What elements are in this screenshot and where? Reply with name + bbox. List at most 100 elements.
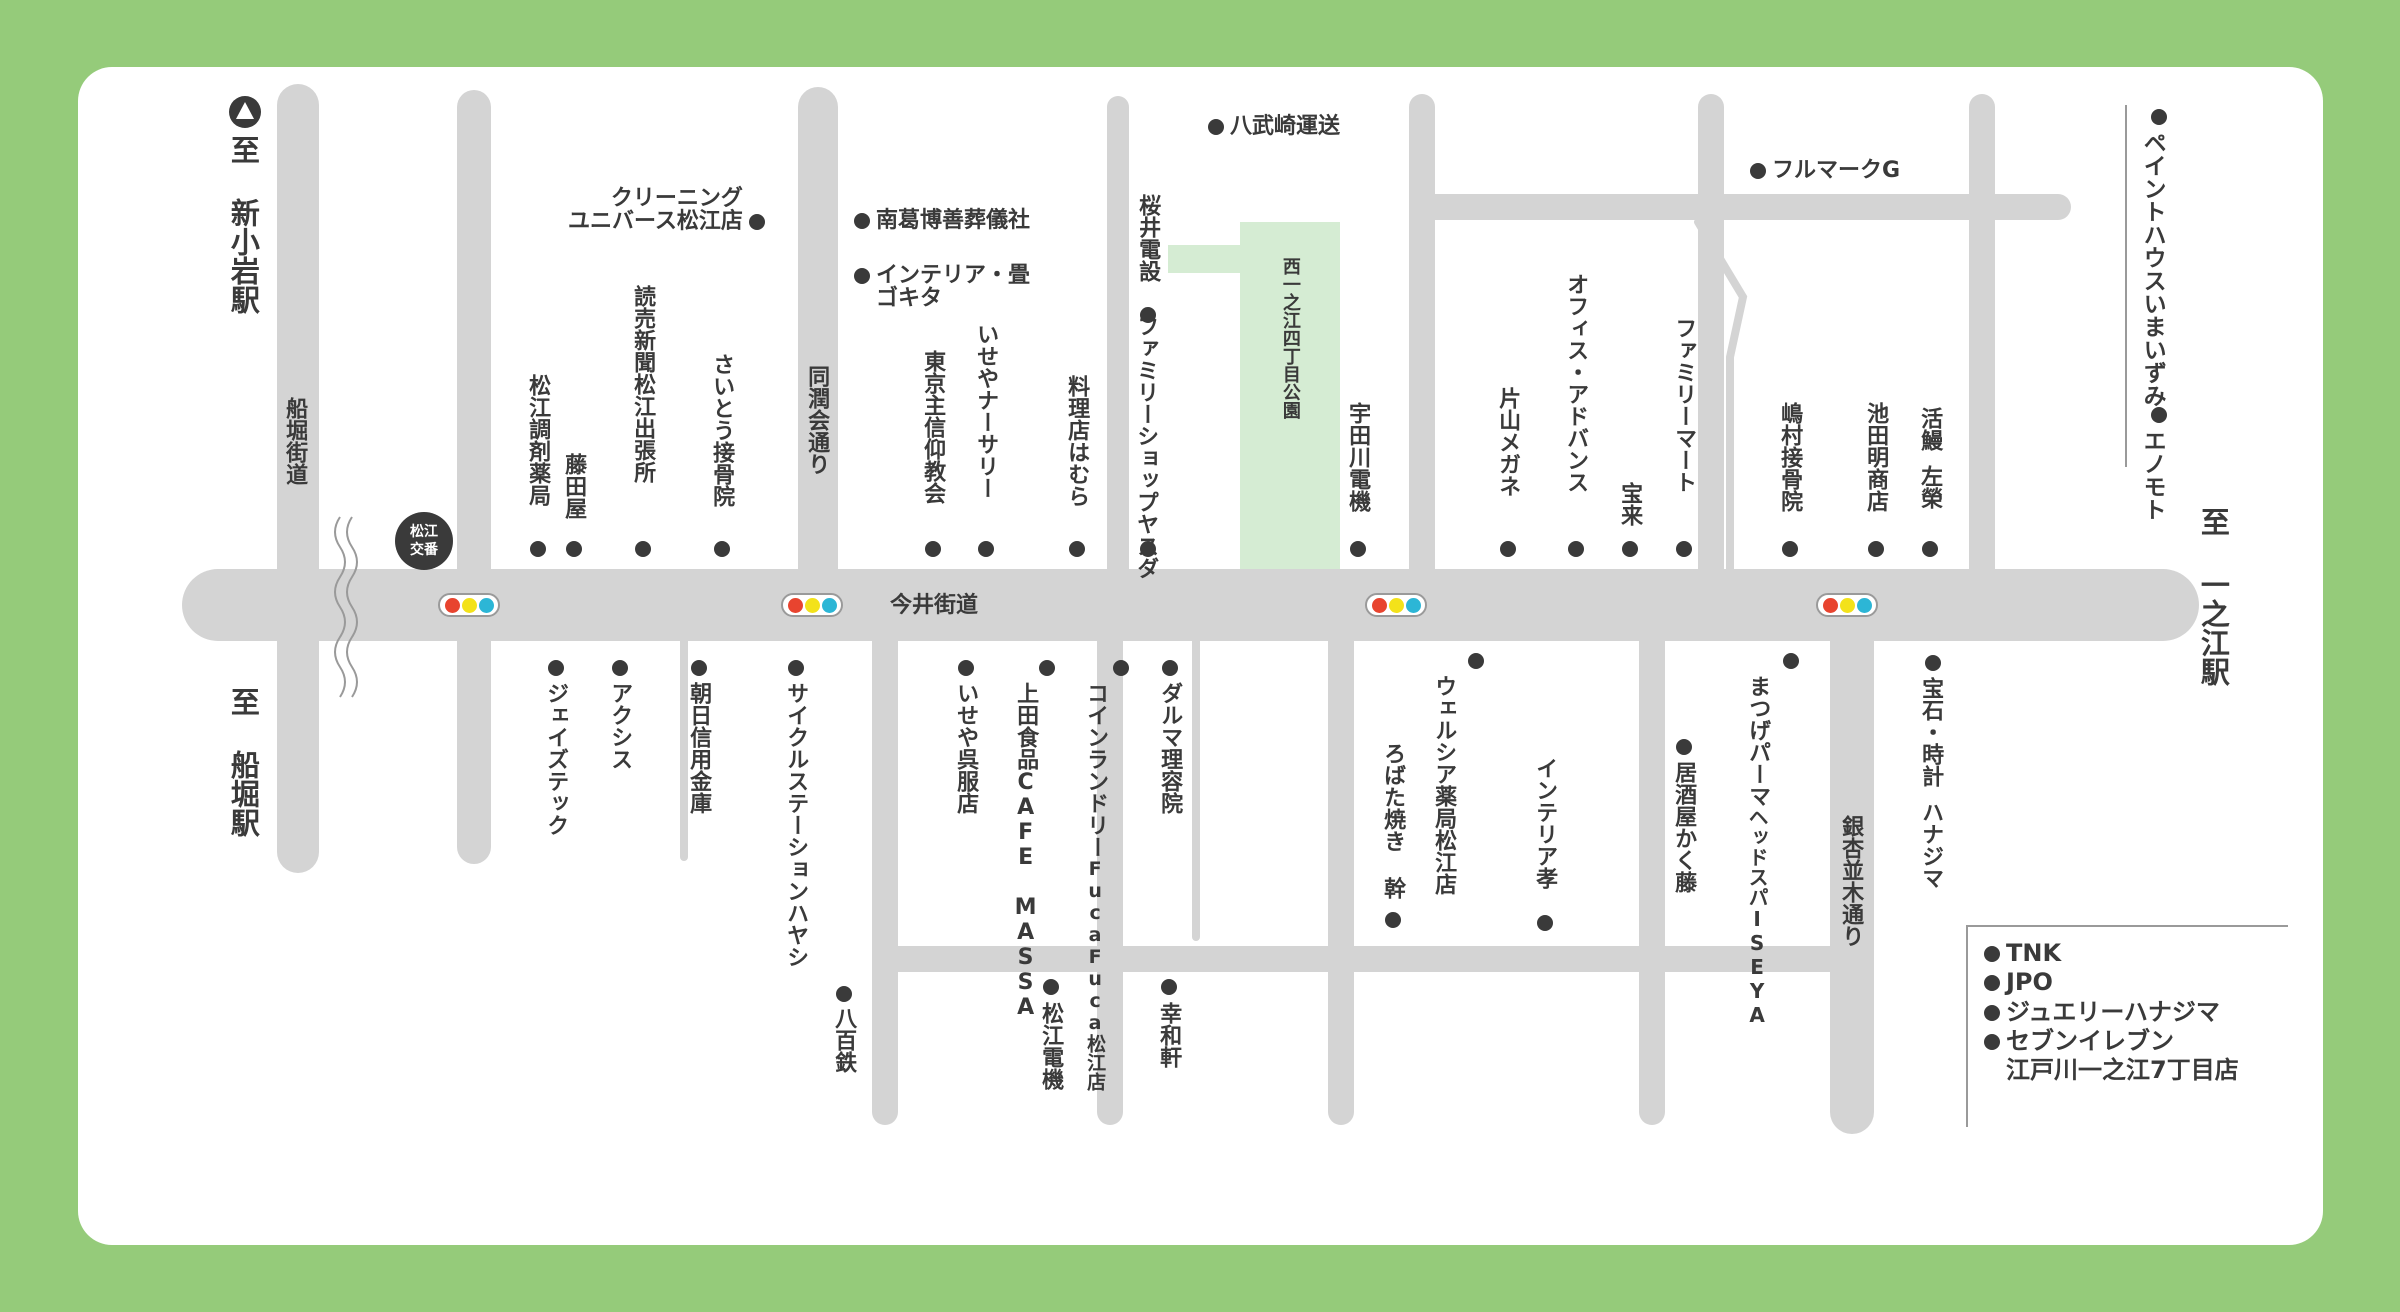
place-robata: ろばた焼き 幹: [1380, 742, 1406, 899]
traffic-light-icon: [1365, 593, 1427, 617]
place-interior-goki: インテリア・畳 ゴキタ: [854, 264, 1030, 310]
place-daruma: ダルマ理容院: [1157, 682, 1183, 814]
place-udagawa: 宇田川電機: [1345, 402, 1371, 512]
place-ueda: 上田食品CAFE MASSA: [1013, 682, 1039, 1020]
direction-ichinoe: 至 一之江駅: [2196, 507, 2231, 686]
dot: [1868, 541, 1884, 557]
place-cleaning: クリーニング ユニバース松江店: [568, 187, 765, 233]
dot: [691, 660, 707, 676]
dot: [1162, 660, 1178, 676]
river-break: [334, 516, 358, 698]
dot: [978, 541, 994, 557]
dot: [566, 541, 582, 557]
place-sakae: 活鰻左榮: [1917, 407, 1943, 509]
place-sakurai: 桜井電設: [1135, 194, 1161, 282]
road-label-funabori: 船堀街道: [282, 397, 308, 485]
place-welcia: ウェルシア薬局松江店: [1431, 675, 1457, 895]
legend-seven: セブンイレブン: [1984, 1027, 2288, 1056]
dot: [1922, 541, 1938, 557]
park-entrance: [1168, 245, 1248, 273]
dot: [1113, 660, 1129, 676]
place-matsue-denki: 松江電機: [1038, 1002, 1064, 1090]
place-coin: コインランドリーFucaFuca松江店: [1083, 682, 1109, 1091]
dot: [1537, 915, 1553, 931]
place-paint: ペイントハウスいまいずみエノモト: [2139, 109, 2167, 521]
place-familymart: ファミリーマート: [1671, 317, 1697, 493]
direction-funabori: 至 船堀駅: [226, 687, 261, 837]
place-axis: アクシス: [607, 682, 633, 770]
triangle-circle-icon: [229, 96, 261, 128]
place-yaohiro: 八百鉄: [831, 1007, 857, 1073]
legend-tnk: TNK: [1984, 939, 2288, 968]
koban-icon: 松江交番: [395, 512, 453, 570]
place-nankatsu: 南葛博善葬儀社: [854, 209, 1030, 232]
place-hamura: 料理店はむら: [1064, 375, 1090, 507]
legend-jewelry: ジュエリーハナジマ: [1984, 998, 2288, 1027]
dot: [788, 660, 804, 676]
legend-seven-branch: 江戸川一之江7丁目店: [2006, 1056, 2239, 1085]
place-family-yasuda: ファミリーショップヤスダ: [1133, 315, 1159, 579]
dot: [1161, 979, 1177, 995]
park-label: 西一之江四丁目公園: [1279, 257, 1301, 419]
dot: [925, 541, 941, 557]
place-iseya-nursery: いせやナーサリー: [973, 323, 999, 499]
traffic-light-icon: [438, 593, 500, 617]
place-kowaken: 幸和軒: [1156, 1002, 1182, 1068]
road-label-dojunkai: 同潤会通り: [804, 365, 830, 475]
road-network: [182, 84, 2199, 1134]
dot-sakurai: [1140, 307, 1156, 323]
place-izakaya: 居酒屋かく藤: [1671, 761, 1697, 893]
place-yabusaki: 八武崎運送: [1208, 115, 1340, 138]
dot: [1676, 541, 1692, 557]
dot: [612, 660, 628, 676]
road-label-icho: 銀杏並木通り: [1838, 815, 1864, 947]
dot: [958, 660, 974, 676]
legend-box: TNK JPO ジュエリーハナジマ セブンイレブン 江戸川一之江7丁目店: [1966, 925, 2288, 1127]
place-ikeda: 池田明商店: [1863, 402, 1889, 512]
dot: [1925, 655, 1941, 671]
traffic-light-icon: [1816, 593, 1878, 617]
road-label-imai: 今井街道: [890, 593, 979, 618]
place-gofuku: いせや呉服店: [953, 682, 979, 814]
place-yomiuri: 読売新聞松江出張所: [630, 285, 656, 483]
dot: [1500, 541, 1516, 557]
place-matsue-chozai: 松江調剤薬局: [525, 374, 551, 506]
place-asahi: 朝日信用金庫: [686, 682, 712, 814]
dot: [1676, 739, 1692, 755]
dot: [1039, 660, 1055, 676]
dot: [1783, 653, 1799, 669]
dot: [1140, 541, 1156, 557]
dot: [1350, 541, 1366, 557]
place-saito: さいとう接骨院: [709, 353, 735, 507]
dot: [1468, 653, 1484, 669]
traffic-light-icon: [781, 593, 843, 617]
dot: [836, 986, 852, 1002]
place-fullmark: フルマークG: [1750, 159, 1900, 182]
dot: [714, 541, 730, 557]
dot: [1782, 541, 1798, 557]
park-area: [1240, 222, 1340, 635]
dot: [1622, 541, 1638, 557]
place-jaystech: ジェイズテック: [543, 682, 569, 836]
dot: [1069, 541, 1085, 557]
dot: [1043, 979, 1059, 995]
place-matsuge: まつげパーマヘッドスパISEYA: [1745, 675, 1771, 1027]
paint-divider: [2125, 105, 2127, 467]
place-katayama: 片山メガネ: [1495, 387, 1521, 497]
road-diagonal: [1694, 218, 1748, 609]
dot: [635, 541, 651, 557]
map-card: 至 新小岩駅 至 船堀駅 至 一之江駅 船堀街道 今井街道 同潤会通り 銀杏並木…: [78, 67, 2323, 1245]
place-hanajima-watch: 宝石・時計ハナジマ: [1918, 677, 1944, 889]
place-horai: 宝来: [1617, 482, 1643, 526]
place-cycle: サイクルステーションハヤシ: [783, 682, 809, 968]
place-fujitaya: 藤田屋: [561, 453, 587, 519]
place-tokyo-church: 東京主信仰教会: [920, 350, 946, 504]
dot: [548, 660, 564, 676]
direction-shinkoiwa: 至 新小岩駅: [226, 135, 261, 314]
place-interior-ko: インテリア孝: [1532, 757, 1558, 889]
dot: [1385, 912, 1401, 928]
dot: [1568, 541, 1584, 557]
place-office: オフィス・アドバンス: [1563, 273, 1589, 493]
dot: [530, 541, 546, 557]
legend-jpo: JPO: [1984, 968, 2288, 997]
